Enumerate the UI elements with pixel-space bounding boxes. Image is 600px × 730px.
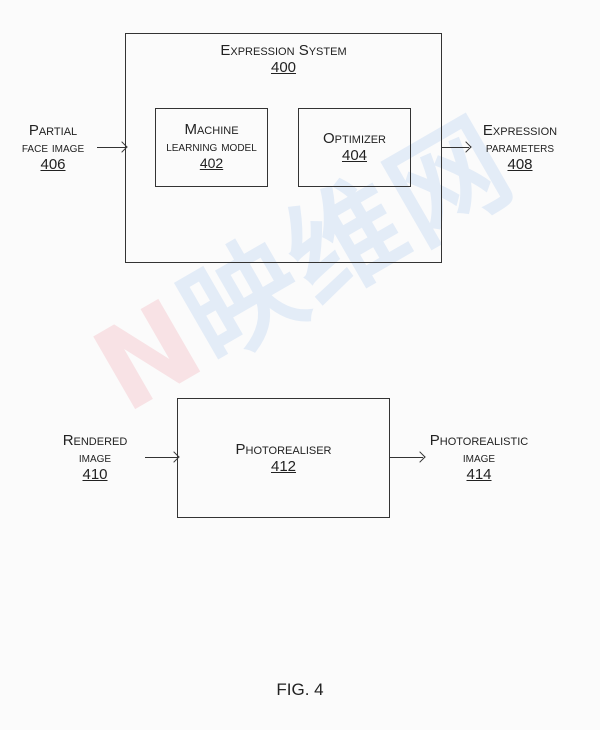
ml-model-title-line2: learning model (166, 138, 257, 154)
expression-params-line1: Expression (482, 122, 558, 139)
photorealiser-title: Photorealiser (235, 441, 332, 458)
expression-params-ref: 408 (507, 156, 533, 173)
expression-system-label: Expression System 400 (125, 42, 442, 76)
arrow-400-to-408 (442, 147, 469, 148)
optimizer-label: Optimizer 404 (298, 130, 411, 164)
partial-face-image-label: Partial face image 406 (10, 122, 96, 173)
rendered-image-line1: Rendered (62, 432, 128, 449)
photorealistic-image-line2: image (462, 449, 496, 465)
rendered-image-label: Rendered image 410 (55, 432, 135, 483)
expression-system-title: Expression System (220, 42, 347, 59)
optimizer-ref: 404 (341, 147, 368, 164)
photorealiser-box (177, 398, 390, 518)
photorealistic-image-line1: Photorealistic (429, 432, 529, 449)
arrow-406-to-400 (97, 147, 125, 148)
partial-face-ref: 406 (40, 156, 66, 173)
machine-learning-model-label: Machine learning model 402 (155, 121, 268, 172)
rendered-image-line2: image (78, 449, 112, 465)
expression-parameters-label: Expression parameters 408 (470, 122, 570, 173)
machine-learning-model-box (155, 108, 268, 187)
expression-params-line2: parameters (485, 139, 555, 155)
ml-model-ref: 402 (199, 155, 224, 171)
arrow-410-to-412 (145, 457, 177, 458)
optimizer-title: Optimizer (323, 130, 386, 147)
photorealistic-image-ref: 414 (466, 466, 492, 483)
rendered-image-ref: 410 (82, 466, 108, 483)
expression-system-ref: 400 (270, 59, 297, 76)
arrow-412-to-414 (390, 457, 423, 458)
photorealiser-label: Photorealiser 412 (177, 441, 390, 475)
figure-label: FIG. 4 (276, 680, 324, 699)
photorealistic-image-label: Photorealistic image 414 (420, 432, 538, 483)
optimizer-box (298, 108, 411, 187)
partial-face-line1: Partial (28, 122, 78, 139)
partial-face-line2: face image (21, 139, 85, 155)
photorealiser-ref: 412 (270, 458, 297, 475)
ml-model-title-line1: Machine (184, 121, 239, 138)
